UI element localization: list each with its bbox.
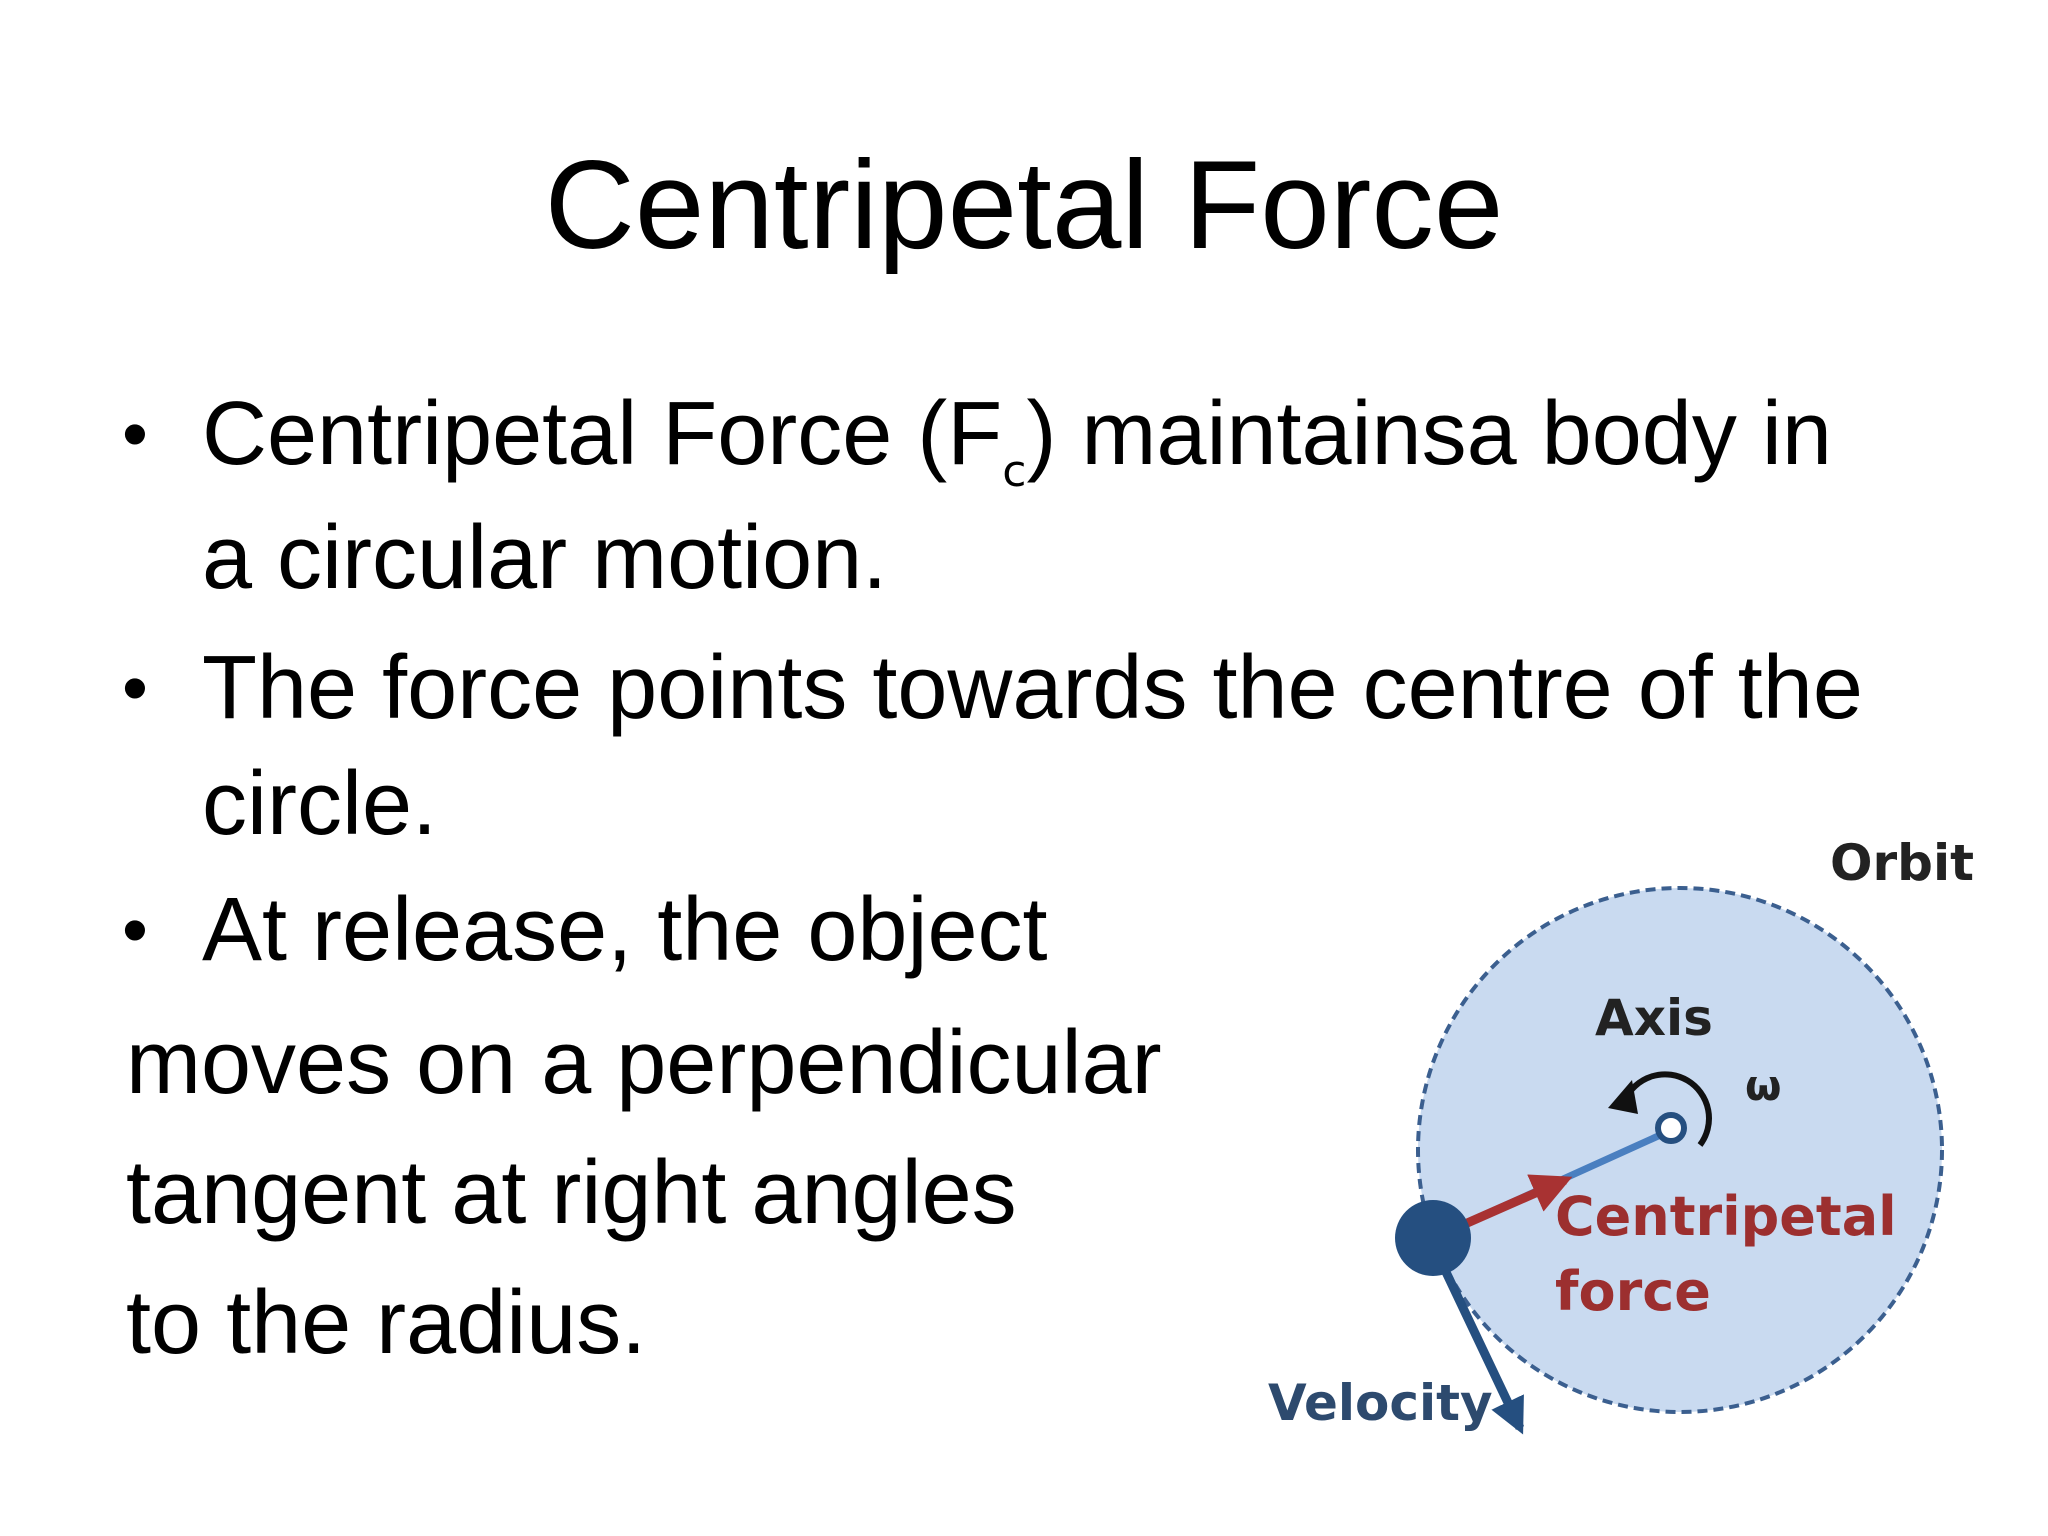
subscript-c: c xyxy=(1002,446,1027,497)
continuation-line-3: to the radius. xyxy=(126,1273,647,1373)
bullet-3-line-1: At release, the object xyxy=(202,880,1048,980)
orbiting-body xyxy=(1395,1200,1471,1276)
orbit-label: Orbit xyxy=(1830,840,1974,892)
omega-label: ω xyxy=(1745,1061,1782,1110)
rotation-arc-icon xyxy=(1622,1071,1712,1147)
axis-marker xyxy=(1655,1112,1687,1144)
axis-label: Axis xyxy=(1595,989,1713,1047)
bullet-1-text-before-subscript: Centripetal Force (F xyxy=(202,384,1003,484)
orbit-dashed-outline xyxy=(1416,886,1944,1414)
continuation-line-1: moves on a perpendicular xyxy=(126,1013,1162,1113)
bullet-dot: • xyxy=(122,646,148,729)
bullet-2-line-1: The force points towards the centre of t… xyxy=(202,638,1863,738)
bullet-dot: • xyxy=(122,888,148,971)
bullet-1-text-after-subscript: ) maintainsa body in xyxy=(1026,384,1832,484)
rotation-arrowhead-icon xyxy=(1608,1080,1638,1114)
continuation-line-2: tangent at right angles xyxy=(126,1143,1017,1243)
centripetal-force-label-line-2: force xyxy=(1555,1260,1711,1323)
centripetal-force-diagram: Orbit Axis ω Centripetal force Velocity xyxy=(1268,840,1974,1435)
bullet-2-line-2: circle. xyxy=(202,754,438,854)
bullet-1-line-2: a circular motion. xyxy=(202,508,888,608)
orbit-circle xyxy=(1418,888,1942,1412)
centripetal-force-label-line-1: Centripetal xyxy=(1555,1185,1897,1248)
bullet-dot: • xyxy=(122,392,148,475)
slide-title: Centripetal Force xyxy=(544,136,1504,275)
velocity-arrow xyxy=(1440,1268,1525,1435)
velocity-label: Velocity xyxy=(1268,1374,1493,1432)
bullet-1-line-1: Centripetal Force (Fc) maintainsa body i… xyxy=(202,376,1832,530)
